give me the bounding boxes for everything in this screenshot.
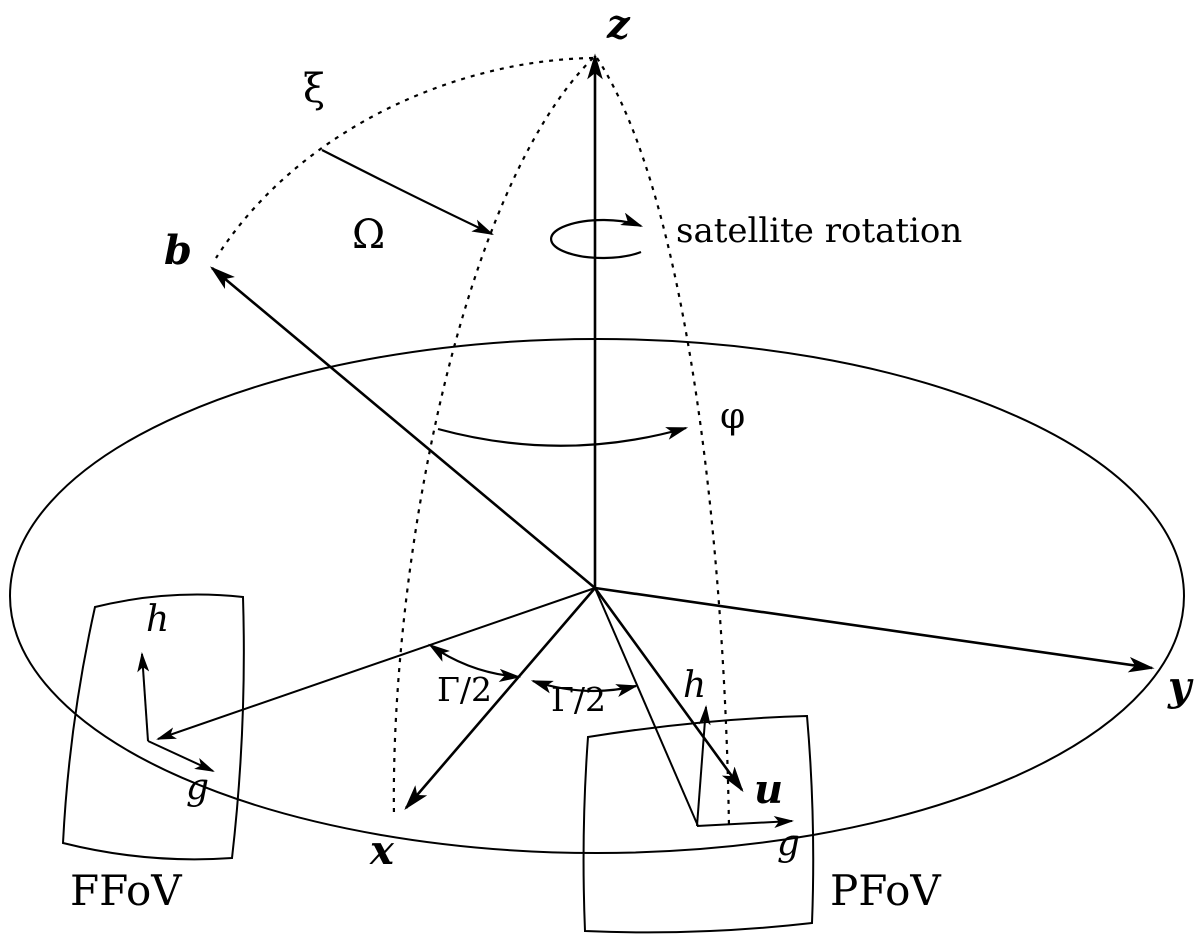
z-axis-label: z <box>606 1 631 48</box>
y-axis <box>594 586 1155 673</box>
pfov-h-label: h <box>683 665 706 706</box>
b-vector <box>210 266 596 589</box>
omega-angle-label: Ω <box>352 212 385 258</box>
ffov-g-axis-arrow <box>147 740 215 772</box>
phi-angle-arc <box>437 426 689 447</box>
ffov-g-label: g <box>186 767 209 808</box>
pfov-g-label: g <box>777 823 800 864</box>
satellite-rotation-label: satellite rotation <box>676 211 962 251</box>
scan-plane-circle <box>9 338 1185 854</box>
pfov-direction-line <box>594 587 699 827</box>
y-axis-label: y <box>1167 663 1194 710</box>
x-axis-label: x <box>369 827 395 874</box>
ffov-h-label: h <box>146 599 169 640</box>
xi-angle-label: ξ <box>303 66 325 112</box>
x-axis <box>404 587 596 810</box>
pfov-g-axis-arrow <box>696 815 794 828</box>
u-vector-label: u <box>754 766 783 813</box>
ffov-patch <box>61 593 245 861</box>
ffov-name-label: FFoV <box>70 866 182 915</box>
b-vector-label: b <box>164 227 192 274</box>
xi-arc-dashed <box>215 56 594 259</box>
gamma-half-left-label: Γ/2 <box>437 670 492 709</box>
ffov-direction-line <box>156 587 596 740</box>
omega-angle-arc <box>321 149 494 235</box>
gamma-half-right-arc <box>530 679 639 697</box>
meridian-left-dashed <box>392 57 594 817</box>
gamma-half-left-arc <box>428 643 522 682</box>
pfov-name-label: PFoV <box>830 866 941 915</box>
phi-angle-label: φ <box>720 396 745 437</box>
u-vector <box>593 587 744 793</box>
meridian-right-dashed <box>596 57 731 829</box>
gamma-half-right-label: Γ/2 <box>551 680 606 719</box>
ffov-h-axis-arrow <box>137 652 150 742</box>
satellite-rotation-arrow <box>549 212 644 260</box>
pfov-patch <box>582 714 815 934</box>
pfov-h-axis-arrow <box>696 705 711 827</box>
